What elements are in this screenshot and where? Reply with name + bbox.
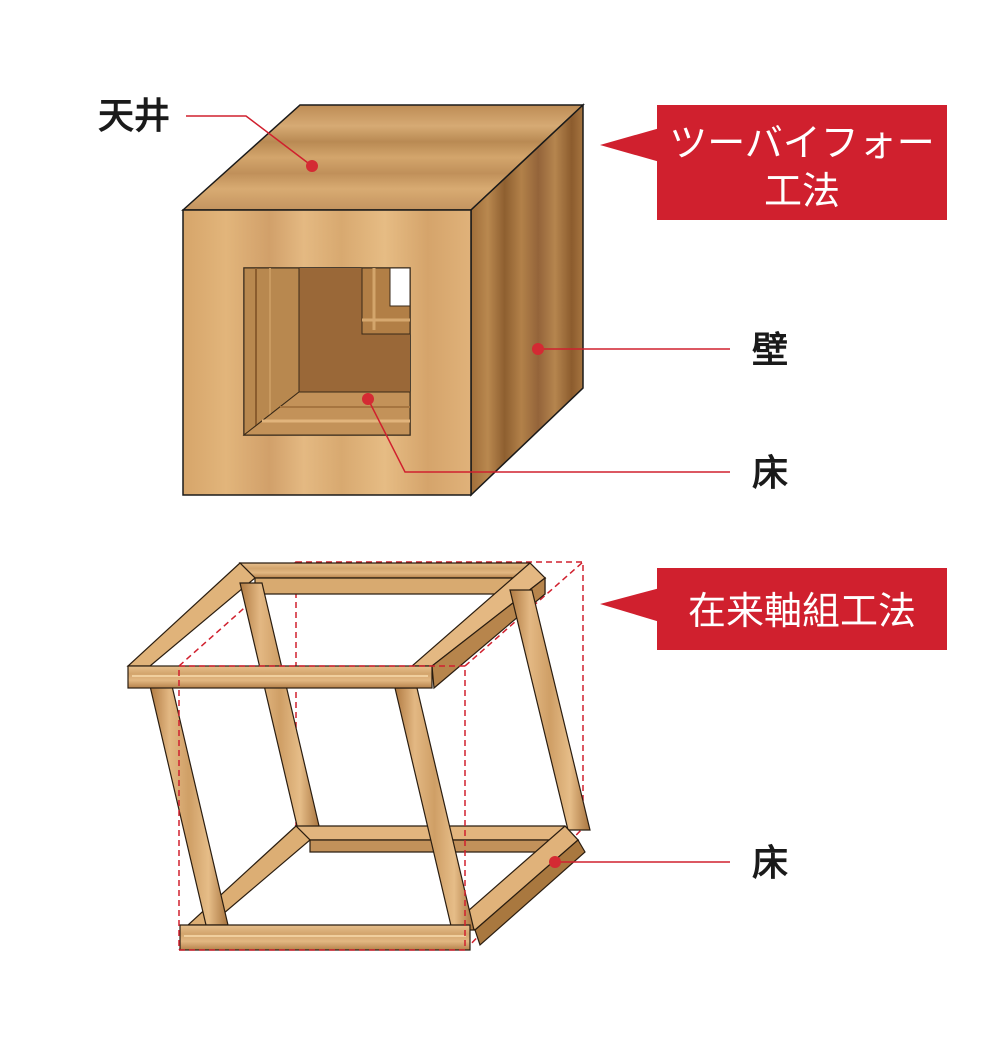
badge-post-and-beam: 在来軸組工法 — [600, 568, 947, 650]
leader-line-ceiling — [186, 115, 313, 167]
box-interior — [242, 267, 411, 437]
floor-dot-bottom — [549, 856, 561, 868]
post-and-beam-frame: 床 在来軸組工法 — [126, 561, 947, 951]
wall-dot — [532, 343, 544, 355]
floor-dot-top — [362, 393, 374, 405]
two-by-four-box: 天井 壁 床 ツーバイフォー 工法 — [98, 96, 947, 497]
badge-two-by-four-line2: 工法 — [764, 169, 840, 213]
badge-two-by-four: ツーバイフォー 工法 — [600, 105, 947, 220]
label-floor-bottom: 床 — [752, 843, 788, 884]
badge-two-by-four-line1: ツーバイフォー — [669, 121, 935, 165]
leader-line-floor-top — [367, 398, 730, 473]
label-floor-top: 床 — [752, 453, 788, 494]
ceiling-dot — [306, 160, 318, 172]
badge-post-and-beam-line1: 在来軸組工法 — [688, 589, 916, 633]
label-wall: 壁 — [752, 330, 788, 371]
label-ceiling: 天井 — [98, 96, 170, 137]
